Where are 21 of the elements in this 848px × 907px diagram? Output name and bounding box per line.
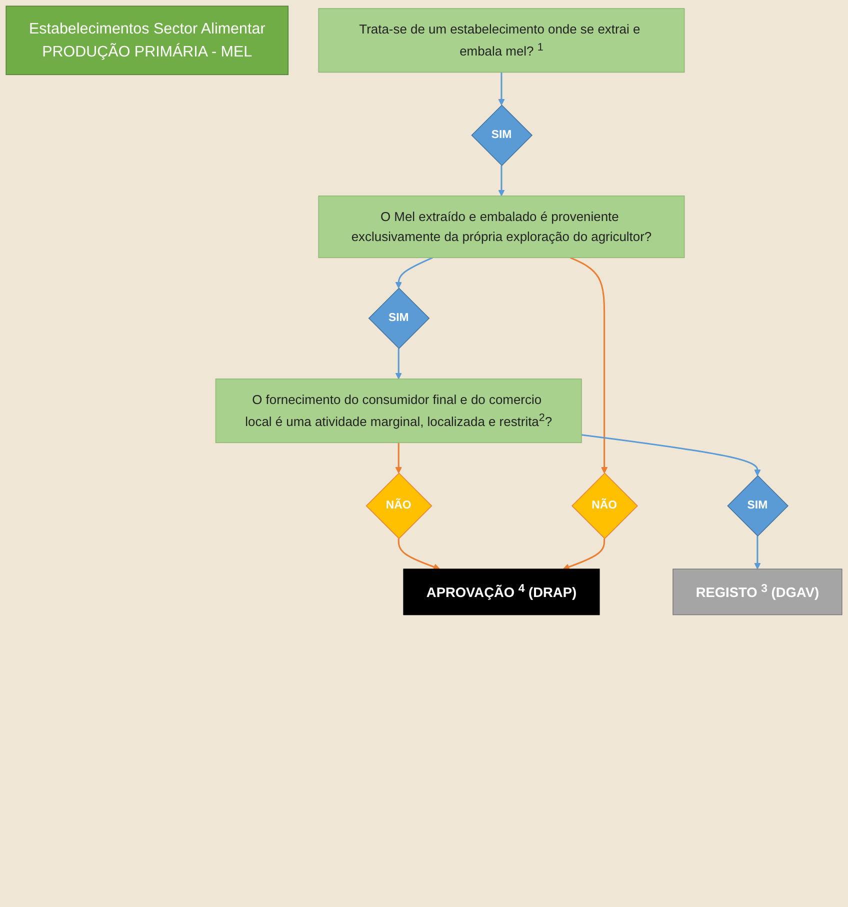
arrow (562, 538, 606, 570)
arrow (754, 536, 761, 570)
node-box: O fornecimento do consumidor final e do comercio local é uma atividade marginal, localizada e restrita$^{2}$? (215, 378, 582, 444)
arrow (498, 165, 505, 196)
node-diamond: SIM (471, 104, 533, 166)
node-diamond: NÃO (571, 472, 638, 540)
arrow (581, 434, 761, 476)
arrow (395, 256, 433, 288)
node-diamond: NÃO (366, 472, 432, 540)
arrow (395, 442, 402, 474)
arrow (395, 348, 402, 380)
arrow (570, 256, 608, 474)
node-box: REGISTO $^{3}$ (DGAV) (672, 568, 842, 616)
arrow (498, 72, 505, 106)
node-diamond: SIM (727, 475, 789, 537)
node-diamond: SIM (368, 288, 430, 349)
node-box: Estabelecimentos Sector Alimentar PRODUÇÃO PRIMÁRIA - MEL (6, 6, 289, 76)
arrow (398, 538, 440, 570)
node-box: Trata-se de um estabelecimento onde se extrai e embala mel? $^{1}$ (318, 8, 685, 73)
node-box: APROVAÇÃO $^{4}$ (DRAP) (403, 568, 600, 616)
node-box: O Mel extraído e embalado é proveniente exclusivamente da própria exploração do agricultor? (318, 196, 685, 258)
